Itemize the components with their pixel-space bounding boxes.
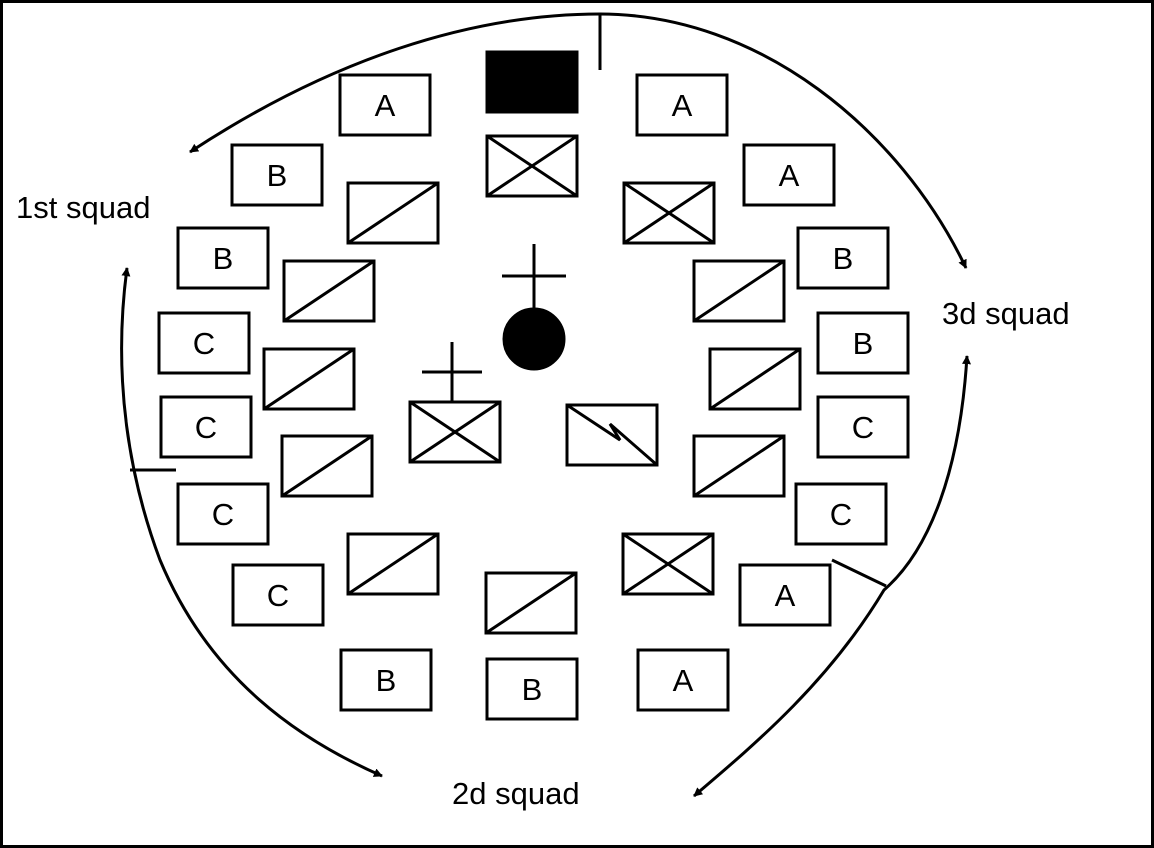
armor-symbol (282, 259, 376, 323)
fireteam-box-label: C (193, 326, 215, 361)
fireteam-box-label: B (376, 663, 397, 698)
armor-symbol (280, 434, 374, 498)
armor-symbol (346, 532, 440, 596)
fireteam-box-c: C (816, 395, 910, 459)
fireteam-box-c: C (159, 395, 253, 459)
fireteam-box-a: A (485, 50, 579, 114)
fireteam-box-label: C (830, 497, 852, 532)
fireteam-box-a: A (636, 648, 730, 712)
squad-label-3d: 3d squad (942, 296, 1070, 331)
fireteam-box-b: B (176, 226, 270, 290)
armor-symbol (484, 571, 578, 635)
fireteam-box-b: B (230, 143, 324, 207)
armor-symbol (346, 181, 440, 245)
fireteam-box-a: A (738, 563, 832, 627)
fireteam-box-c: C (794, 482, 888, 546)
fireteam-ring: A A B B C C C C B B A A B B C C A A (157, 50, 910, 721)
infantry-symbol (621, 532, 715, 596)
fireteam-box-label: B (833, 241, 854, 276)
command-post-symbol (502, 244, 566, 371)
armor-symbol (692, 259, 786, 323)
fireteam-box-label: B (522, 672, 543, 707)
fireteam-box-label: A (779, 158, 800, 193)
fireteam-box-label: B (267, 158, 288, 193)
armor-symbol (708, 347, 802, 411)
fireteam-box-label: A (522, 65, 543, 100)
fireteam-box-label: B (213, 241, 234, 276)
fireteam-box-c: C (157, 311, 251, 375)
fireteam-box-label: A (775, 578, 796, 613)
aid-station-symbol (408, 342, 502, 464)
fireteam-box-label: A (375, 88, 396, 123)
fireteam-box-c: C (231, 563, 325, 627)
fireteam-box-c: C (176, 482, 270, 546)
fireteam-box-label: C (195, 410, 217, 445)
fireteam-box-label: C (852, 410, 874, 445)
fireteam-box-a: A (742, 143, 836, 207)
fireteam-box-label: A (673, 663, 694, 698)
squad-label-2d: 2d squad (452, 776, 580, 811)
fireteam-box-b: B (796, 226, 890, 290)
fireteam-box-label: C (267, 578, 289, 613)
sector-tick-right (831, 558, 887, 588)
fireteam-box-label: B (853, 326, 874, 361)
fireteam-box-b: B (816, 311, 910, 375)
armor-symbol (692, 434, 786, 498)
infantry-symbol (485, 134, 579, 198)
armor-symbol (262, 347, 356, 411)
fireteam-box-a: A (338, 73, 432, 137)
signal-symbol (565, 403, 659, 467)
fireteam-box-label: C (212, 497, 234, 532)
fireteam-box-b: B (339, 648, 433, 712)
fireteam-box-b: B (485, 657, 579, 721)
sector-arc-3d-to-2d (693, 355, 971, 798)
infantry-symbol (622, 181, 716, 245)
perimeter-defense-diagram: A A B B C C C C B B A A B B C C A A (16, 12, 1070, 811)
sector-arc-1st-to-2d (120, 267, 383, 778)
fireteam-box-label: A (672, 88, 693, 123)
fireteam-box-a: A (635, 73, 729, 137)
squad-label-1st: 1st squad (16, 190, 150, 225)
